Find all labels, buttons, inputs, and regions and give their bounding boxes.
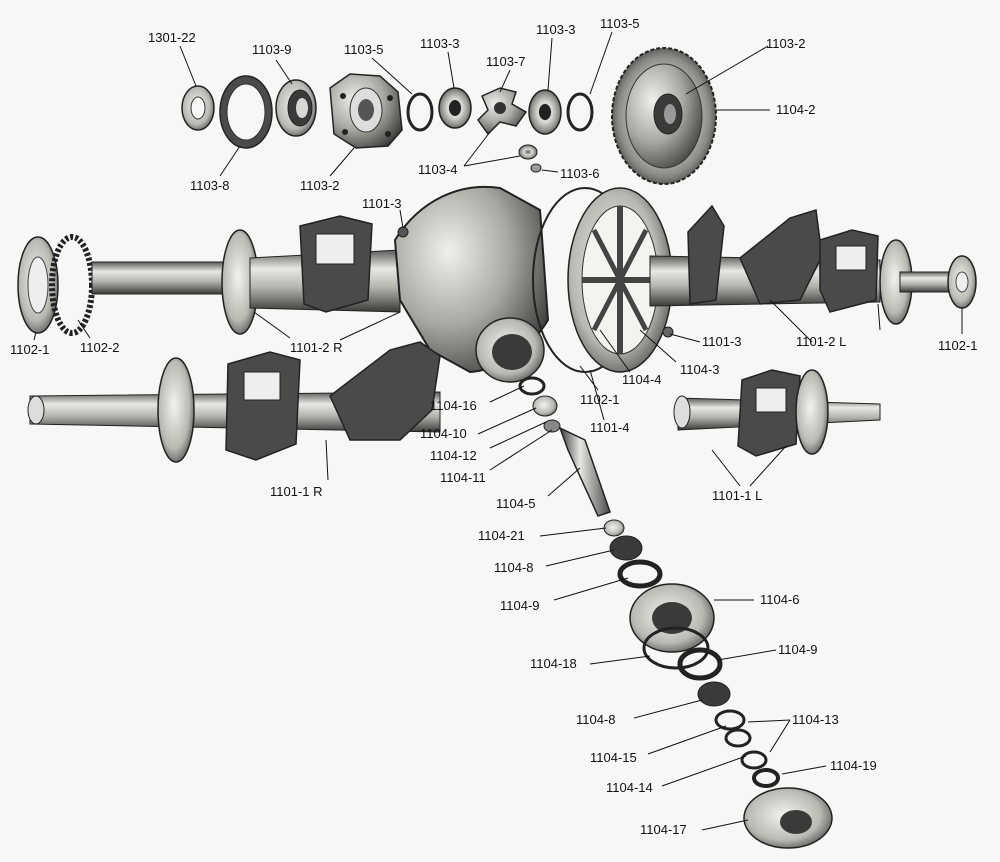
axle-housing-1101-1L [673, 369, 881, 457]
label-1101-1L: 1101-1 L [712, 488, 762, 503]
axle-flange-gasket-1102-1-right [947, 255, 977, 309]
label-1103-9: 1103-9 [252, 42, 292, 57]
pinion-1103-4 [518, 144, 542, 173]
drain-plug-1101-3 [662, 326, 674, 338]
label-1102-1-cover: 1102-1 [580, 392, 620, 407]
bearing-cone-1103-9 [275, 79, 317, 137]
label-1104-19: 1104-19 [830, 758, 877, 773]
label-1103-4: 1103-4 [418, 162, 458, 177]
axle-housing-left-1101-2L [649, 204, 951, 325]
washer-1301-22 [181, 85, 215, 131]
label-1103-3-b: 1103-3 [536, 22, 576, 37]
label-1104-21: 1104-21 [478, 528, 525, 543]
label-1101-4: 1101-4 [590, 420, 630, 435]
label-1101-2R: 1101-2 R [290, 340, 343, 355]
label-1101-1R: 1101-1 R [270, 484, 323, 499]
label-1104-10: 1104-10 [420, 426, 467, 441]
label-1104-17: 1104-17 [640, 822, 687, 837]
label-1104-5: 1104-5 [496, 496, 536, 511]
label-1104-4: 1104-4 [622, 372, 662, 387]
bearing-cup-1103-8 [219, 75, 273, 149]
label-1101-2L: 1101-2 L [796, 334, 846, 349]
axle-flange-gasket-1102-1-left [17, 236, 59, 334]
part-labels: 1301-22 1103-9 1103-5 1103-3 1103-7 1103… [10, 16, 978, 837]
label-1104-16: 1104-16 [430, 398, 477, 413]
label-1102-1-left: 1102-1 [10, 342, 50, 357]
label-1103-2-a: 1103-2 [766, 36, 806, 51]
thrust-washer-1103-5a [406, 92, 434, 132]
label-1102-2: 1102-2 [80, 340, 120, 355]
ring-gear-1104-2 [611, 47, 717, 185]
side-gear-1103-3a [438, 87, 472, 129]
label-1104-9-b: 1104-9 [778, 642, 818, 657]
housing-cover-1101-4 [567, 187, 673, 373]
spider-1103-7 [477, 87, 528, 136]
label-1104-14: 1104-14 [606, 780, 653, 795]
axle-housing-right-1101-2R [91, 215, 401, 335]
axle-housing-1101-1R [27, 341, 441, 463]
pinion-parts [518, 376, 833, 849]
label-1101-3-a: 1101-3 [362, 196, 402, 211]
label-1104-8-a: 1104-8 [494, 560, 534, 575]
label-1103-5-b: 1103-5 [600, 16, 640, 31]
label-1103-2-b: 1103-2 [300, 178, 340, 193]
label-1104-9-a: 1104-9 [500, 598, 540, 613]
diff-case-half-1103-2 [329, 73, 403, 149]
label-1103-6: 1103-6 [560, 166, 600, 181]
label-1104-8-b: 1104-8 [576, 712, 616, 727]
label-1102-1-right: 1102-1 [938, 338, 978, 353]
leader-lines [33, 31, 963, 831]
label-1104-6: 1104-6 [760, 592, 800, 607]
label-1104-12: 1104-12 [430, 448, 477, 463]
label-1101-3-b: 1101-3 [702, 334, 742, 349]
side-gear-1103-3b [528, 89, 562, 135]
label-1104-11: 1104-11 [440, 470, 486, 485]
thrust-washer-1103-5b [566, 92, 594, 132]
label-1104-13: 1104-13 [792, 712, 839, 727]
label-1104-2: 1104-2 [776, 102, 816, 117]
label-1103-8: 1103-8 [190, 178, 230, 193]
label-1103-5-a: 1103-5 [344, 42, 384, 57]
label-1104-18: 1104-18 [530, 656, 577, 671]
differential-carrier-housing [393, 185, 550, 383]
label-1104-15: 1104-15 [590, 750, 637, 765]
label-1301-22: 1301-22 [148, 30, 196, 45]
label-1103-7: 1103-7 [486, 54, 526, 69]
label-1104-3: 1104-3 [680, 362, 720, 377]
label-1103-3-a: 1103-3 [420, 36, 460, 51]
